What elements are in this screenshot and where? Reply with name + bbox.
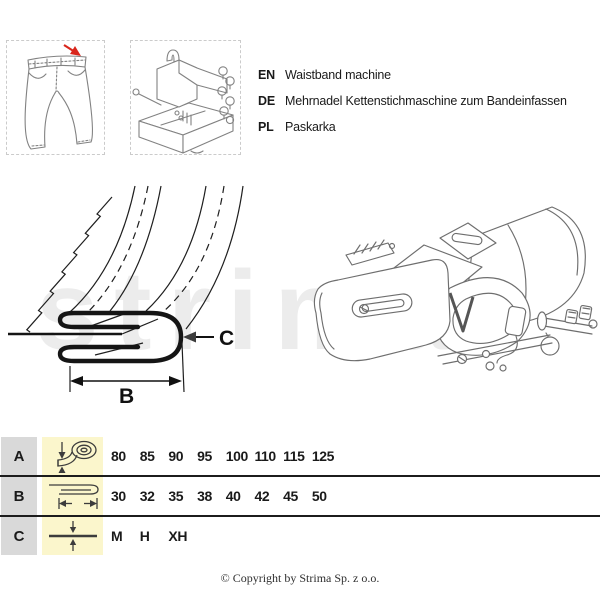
row-label: C [1,517,37,555]
value-cell: 95 [197,448,212,464]
c-arrowhead [183,331,196,343]
language-list: EN Waistband machine DE Mehrnadel Ketten… [258,62,567,140]
value-cell: 115 [283,448,305,464]
value-cell: H [139,528,150,544]
language-row-de: DE Mehrnadel Kettenstichmaschine zum Ban… [258,88,567,114]
value-cell: 85 [139,448,155,464]
folder-device-drawing [313,206,598,372]
value-cell: 125 [311,448,335,464]
value-cell: 38 [197,488,212,504]
material-thickness-icon [42,517,103,555]
value-cell: 50 [311,488,327,504]
tape-roll-width-icon [42,437,103,475]
value-cell: 30 [111,488,126,504]
value-cell: 90 [168,448,184,464]
size-table: A 80 85 90 95 1 [0,437,600,555]
thumbnail-machine[interactable] [130,40,241,155]
value-cell: M [111,528,123,544]
row-label: B [1,477,37,515]
language-row-en: EN Waistband machine [258,62,567,88]
red-waistband-arrow [63,44,81,56]
thumbnail-jeans[interactable] [6,40,105,155]
value-cell: 45 [283,488,298,504]
dimension-label-b: B [119,385,134,408]
language-code: EN [258,68,275,82]
row-label: A [1,437,37,475]
value-cell: 42 [254,488,270,504]
table-row-b: B 30 32 35 38 40 42 4 [0,477,600,517]
row-values: 30 32 35 38 40 42 45 50 [111,477,341,515]
language-text: Mehrnadel Kettenstichmaschine zum Bandei… [285,94,567,108]
dimension-label-c: C [219,327,234,350]
footer-copyright: © Copyright by Strima Sp. z o.o. [220,571,380,585]
value-cell: 100 [225,448,249,464]
folder-plate [313,258,451,362]
fold-cross-section [57,310,184,364]
value-cell: 35 [168,488,184,504]
fabric-zigzag-edge [25,196,113,333]
language-code: DE [258,94,275,108]
language-text: Waistband machine [285,68,391,82]
fold-diagram: C B [8,185,244,408]
folded-band-width-icon [42,477,103,515]
table-row-a: A 80 85 90 95 1 [0,437,600,477]
value-cell: 80 [111,448,126,464]
row-values: M H XH [111,517,197,555]
table-row-c: C M H XH [0,517,600,555]
language-code: PL [258,120,274,134]
value-cell: 40 [225,488,241,504]
machine-drawing [132,49,235,154]
language-row-pl: PL Paskarka [258,114,567,140]
row-values: 80 85 90 95 100 110 115 125 [111,437,341,475]
value-cell: 110 [254,448,276,464]
value-cell: XH [168,528,188,544]
language-text: Paskarka [285,120,336,134]
value-cell: 32 [139,488,155,504]
jeans-drawing [24,44,93,150]
